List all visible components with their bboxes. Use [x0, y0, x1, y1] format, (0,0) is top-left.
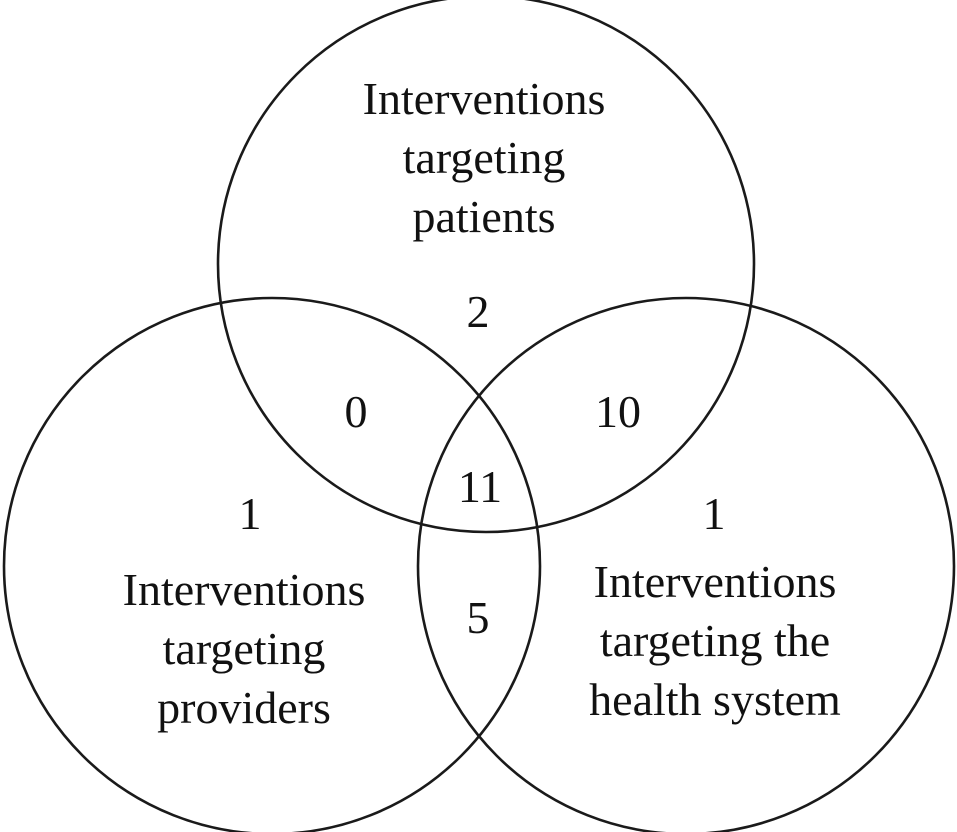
- providers-label-line-3: providers: [157, 682, 331, 733]
- health-system-label-line-3: health system: [589, 674, 841, 725]
- providers-label-line-1: Interventions: [123, 564, 366, 615]
- count-providers-only: 1: [239, 488, 262, 539]
- count-providers-health-system: 5: [467, 592, 490, 643]
- patients-label-line-3: patients: [412, 191, 555, 242]
- circle-health-system: [416, 296, 956, 832]
- health-system-label-line-1: Interventions: [594, 556, 837, 607]
- count-patients-health-system: 10: [595, 386, 641, 437]
- count-all-three: 11: [458, 461, 502, 512]
- patients-label-line-1: Interventions: [363, 73, 606, 124]
- circle-patients: [216, 0, 756, 534]
- health-system-label-line-2: targeting the: [600, 615, 830, 666]
- patients-label-line-2: targeting: [403, 132, 566, 183]
- count-patients-only: 2: [467, 286, 490, 337]
- count-patients-providers: 0: [345, 386, 368, 437]
- count-health-system-only: 1: [703, 488, 726, 539]
- providers-label-line-2: targeting: [163, 623, 326, 674]
- circle-providers: [2, 296, 542, 832]
